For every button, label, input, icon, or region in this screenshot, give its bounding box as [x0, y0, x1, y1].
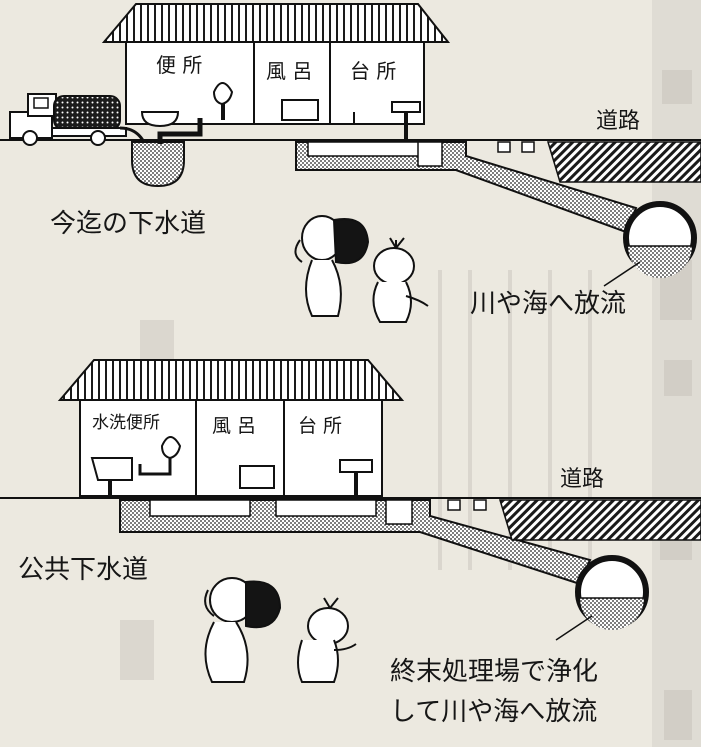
room-label-bath-bottom: 風 呂 — [212, 415, 256, 437]
room-label-flush-toilet: 水洗便所 — [92, 413, 160, 433]
bottom-road-label: 道路 — [560, 467, 604, 492]
top-outlet-label: 川や海へ放流 — [470, 289, 626, 319]
room-label-bath: 風 呂 — [266, 59, 312, 83]
vacuum-truck — [9, 93, 152, 165]
room-label-kitchen-bottom: 台 所 — [298, 415, 342, 437]
room-label-toilet: 便 所 — [156, 53, 202, 77]
top-road-label: 道路 — [596, 109, 640, 134]
top-road — [544, 139, 701, 183]
top-system-label: 今迄の下水道 — [50, 209, 206, 239]
cartoon-children-top — [294, 215, 429, 323]
cesspit — [131, 141, 185, 188]
bottom-system-label: 公共下水道 — [18, 555, 148, 585]
top-outlet-pipe — [603, 201, 697, 287]
bottom-road — [496, 497, 701, 541]
bottom-outlet-label-line1: 終末処理場で浄化 — [390, 657, 598, 687]
room-label-kitchen: 台 所 — [350, 59, 396, 83]
bottom-room-labels: 水洗便所 風 呂 台 所 — [92, 413, 342, 437]
bottom-outlet-label-line2: して川や海へ放流 — [390, 697, 597, 727]
bottom-outlet-pipe — [555, 555, 649, 641]
bottom-house — [57, 359, 405, 504]
top-house — [101, 3, 451, 142]
top-room-labels: 便 所 風 呂 台 所 — [156, 53, 396, 83]
cartoon-children-bottom — [204, 577, 357, 683]
